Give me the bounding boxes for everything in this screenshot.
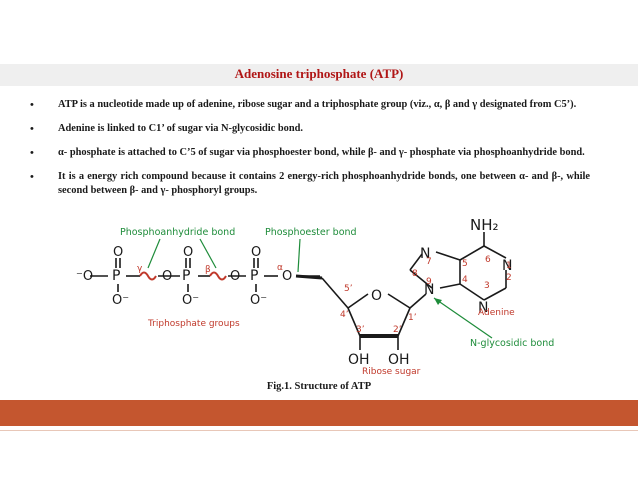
adenine-num-2: 2 [506,273,512,283]
atom-o-minus: O⁻ [112,293,129,308]
adenine-num-6: 6 [485,255,491,265]
nh2-group: NH₂ [470,218,499,234]
c2-number: 2’ [393,325,402,335]
atom-p-beta: P [182,268,190,284]
alpha-label: α [277,263,283,273]
atom-o-minus: O⁻ [182,293,199,308]
atom-n1: N [502,258,512,274]
atom-o: O [282,269,292,284]
atom-o-minus: O⁻ [250,293,267,308]
ribose-ring [321,277,427,350]
atom-n3: N [478,300,488,316]
adenine-num-9: 9 [426,277,432,287]
bullet-item: It is a energy rich compound because it … [30,170,590,198]
adenine-num-5: 5 [462,259,468,269]
phosphoanhydride-bond-label: Phosphoanhydride bond [120,227,235,238]
anhydride-arrow-2 [199,238,217,269]
atom-n7: N [420,246,430,262]
adenine-num-1: 1 [506,261,512,271]
adenine-label: Adenine [478,308,515,318]
atom-p-gamma: P [112,268,120,284]
figure-caption: Fig.1. Structure of ATP [266,381,372,392]
triphosphate-groups-label: Triphosphate groups [147,319,240,329]
adenine-rings [409,232,507,301]
anhydride-arrow-1 [147,238,161,269]
phosphate-bonds [90,258,320,292]
footer-bar [0,400,638,426]
adenine-num-8: 8 [412,269,418,279]
phosphoester-bold-bond [295,274,323,280]
anhydride-squiggle-2 [209,271,227,281]
atom-minus-o: ⁻O [76,269,93,284]
atom-o: O [230,269,240,284]
beta-label: β [205,265,211,275]
atp-structure-diagram: ⁻O P O O⁻ O P O O⁻ O P O O⁻ O γ β α Phos… [76,218,554,377]
anhydride-squiggle-1 [139,271,157,281]
n-glycosidic-bond-label: N-glycosidic bond [470,338,554,349]
c5-number: 5’ [344,284,353,294]
oh-c3: OH [348,352,370,368]
phosphoester-bond-label: Phosphoester bond [265,227,357,238]
atom-o: O [251,245,261,260]
atom-o: O [162,269,172,284]
bullet-item: ATP is a nucleotide made up of adenine, … [30,98,590,112]
atom-n9: N [424,282,434,298]
oh-c2: OH [388,352,410,368]
footer-divider [0,430,638,431]
phosphoester-arrow [297,238,301,273]
bullet-item: Adenine is linked to C1’ of sugar via N-… [30,122,590,136]
atom-o: O [183,245,193,260]
adenine-num-4: 4 [462,275,468,285]
adenine-num-3: 3 [484,281,490,291]
bullet-list: ATP is a nucleotide made up of adenine, … [30,98,590,208]
ribose-ring-o: O [371,288,382,304]
title-bar [0,64,638,86]
adenine-num-7: 7 [426,257,432,267]
c4-number: 4’ [340,310,349,320]
atom-p-alpha: P [250,268,258,284]
n-glycosidic-arrow [433,297,493,339]
slide-title: Adenosine triphosphate (ATP) [234,66,404,81]
bullet-item: α- phosphate is attached to C’5 of sugar… [30,146,590,160]
gamma-label: γ [137,264,143,274]
ribose-sugar-label: Ribose sugar [362,367,421,377]
atom-o: O [113,245,123,260]
c3-number: 3’ [356,325,365,335]
c1-number: 1’ [408,313,417,323]
n-glycosidic-arrowhead [434,298,442,305]
